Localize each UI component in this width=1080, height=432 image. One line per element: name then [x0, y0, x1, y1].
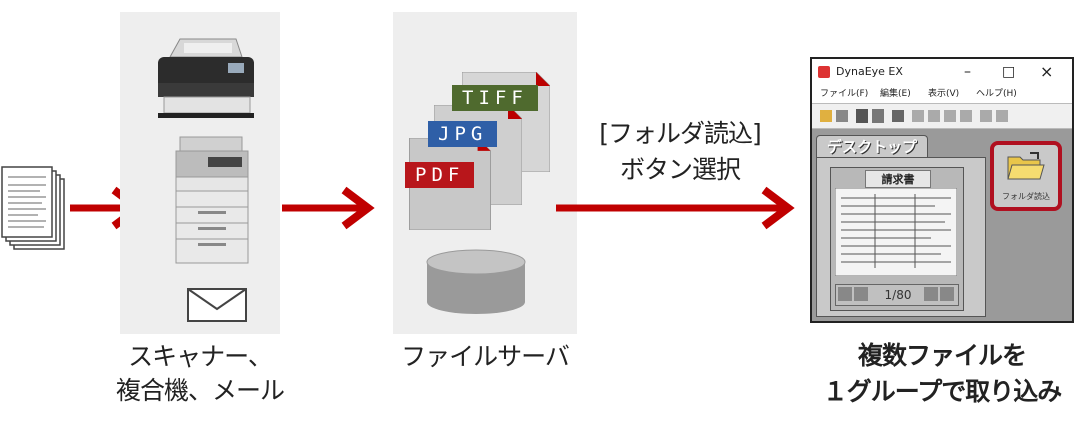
window-title: DynaEye EX: [836, 59, 903, 85]
page-nav: 1/80: [835, 284, 959, 306]
menu-help[interactable]: ヘルプ(H): [976, 85, 1017, 103]
scanner-icon: [150, 35, 260, 120]
last-page-button[interactable]: [940, 287, 954, 301]
next-page-button[interactable]: [924, 287, 938, 301]
app-icon: [818, 66, 830, 78]
folder-read-button-label: フォルダ読込: [994, 191, 1058, 202]
close-button[interactable]: ×: [1040, 59, 1053, 85]
toolbar-icons[interactable]: [812, 104, 1068, 128]
scanner-caption: スキャナー、 複合機、メール: [110, 340, 290, 408]
multifunction-printer-icon: [170, 135, 260, 265]
folder-read-button[interactable]: フォルダ読込: [990, 141, 1062, 211]
flow-arrow-2: [282, 186, 380, 230]
window-titlebar: DynaEye EX – □ ×: [812, 59, 1072, 85]
action-caption-line2: ボタン選択: [580, 152, 780, 188]
server-caption: ファイルサーバ: [393, 340, 577, 374]
result-caption: 複数ファイルを １グループで取り込み: [808, 338, 1076, 410]
document-group[interactable]: 請求書 1: [830, 167, 964, 311]
document-thumbnail: [835, 188, 957, 276]
maximize-button[interactable]: □: [1002, 59, 1015, 85]
result-caption-line2: １グループで取り込み: [808, 374, 1076, 410]
open-folder-icon: [1006, 151, 1046, 181]
scanner-caption-line1: スキャナー、: [110, 340, 290, 374]
pdf-tag: PDF: [405, 162, 474, 188]
window-menubar: ファイル(F) 編集(E) 表示(V) ヘルプ(H): [812, 85, 1072, 103]
window-client-area: デスクトップ 請求書: [812, 129, 1072, 321]
desktop-tab[interactable]: デスクトップ: [816, 135, 928, 158]
window-toolbar: [812, 103, 1072, 129]
minimize-button[interactable]: –: [964, 59, 971, 85]
dynaeye-window: DynaEye EX – □ × ファイル(F) 編集(E) 表示(V) ヘルプ…: [810, 57, 1074, 323]
flow-arrow-3: [556, 186, 800, 230]
jpg-tag: JPG: [428, 121, 497, 147]
menu-view[interactable]: 表示(V): [928, 85, 959, 103]
prev-page-button[interactable]: [854, 287, 868, 301]
mail-envelope-icon: [186, 287, 248, 323]
scanner-caption-line2: 複合機、メール: [110, 374, 290, 408]
action-caption-line1: [フォルダ読込]: [580, 116, 780, 152]
menu-file[interactable]: ファイル(F): [820, 85, 868, 103]
paper-stack-icon: [0, 165, 70, 257]
document-title: 請求書: [865, 170, 931, 188]
server-caption-text: ファイルサーバ: [393, 340, 577, 374]
menu-edit[interactable]: 編集(E): [880, 85, 911, 103]
database-icon: [425, 248, 527, 316]
first-page-button[interactable]: [838, 287, 852, 301]
desktop-tab-label: デスクトップ: [827, 138, 917, 156]
action-caption: [フォルダ読込] ボタン選択: [580, 116, 780, 188]
page-counter: 1/80: [876, 285, 920, 305]
tiff-tag: TIFF: [452, 85, 538, 111]
result-caption-line1: 複数ファイルを: [808, 338, 1076, 374]
